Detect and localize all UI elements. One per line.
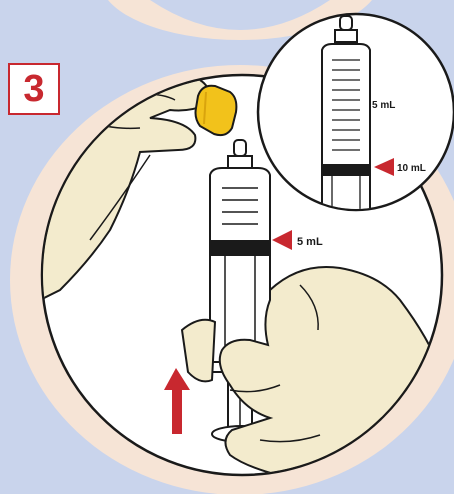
inset-upper-label: 5 mL xyxy=(372,100,395,111)
step-number-badge: 3 xyxy=(8,63,60,115)
plunger-stopper xyxy=(210,240,270,256)
inset-plunger-stopper xyxy=(322,164,370,176)
step-number: 3 xyxy=(23,68,44,111)
main-marker-label: 5 mL xyxy=(297,236,323,248)
inset-syringe xyxy=(322,16,370,215)
yellow-cap xyxy=(196,86,237,135)
inset-lower-label: 10 mL xyxy=(397,163,426,174)
